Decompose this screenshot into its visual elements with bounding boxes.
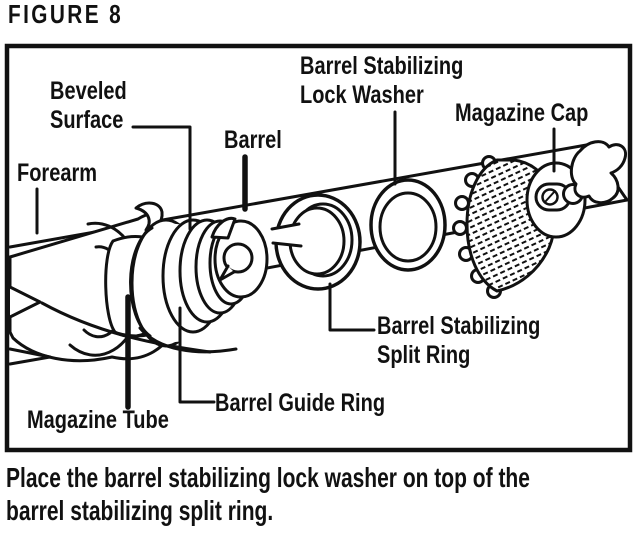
label-lock-washer: Barrel Stabilizing Lock Washer	[300, 52, 463, 110]
cap-scallop-3	[454, 195, 470, 211]
label-lock-washer-line1: Barrel Stabilizing	[300, 52, 464, 80]
label-split-ring-line1: Barrel Stabilizing	[377, 312, 541, 340]
label-forearm: Forearm	[17, 159, 98, 187]
lock-washer-inner	[378, 191, 438, 263]
split-ring-drawing	[270, 193, 362, 291]
magazine-cap-drawing	[452, 155, 587, 299]
label-magazine-cap: Magazine Cap	[455, 99, 589, 127]
guide-ring-collar-inner-edge	[129, 226, 154, 338]
leader-guide-ring	[178, 306, 216, 404]
label-beveled-surface: Beveled Surface	[50, 77, 127, 135]
label-guide-ring: Barrel Guide Ring	[215, 389, 386, 417]
guide-ring-keyhole-notch	[218, 264, 236, 282]
label-beveled-surface-line2: Surface	[50, 106, 124, 134]
label-lock-washer-line2: Lock Washer	[300, 81, 424, 109]
forearm-break-wedge-1	[8, 285, 42, 319]
figure-caption-line2: barrel stabilizing split ring.	[6, 495, 274, 526]
lock-washer-drawing	[369, 178, 447, 272]
label-magazine-tube: Magazine Tube	[27, 406, 169, 434]
split-ring-gap-top-line	[270, 222, 301, 231]
guide-ring-keyhole	[222, 242, 254, 274]
label-split-ring: Barrel Stabilizing Split Ring	[377, 312, 540, 370]
figure-frame	[4, 43, 633, 453]
forearm-break-wedge-2	[8, 347, 52, 366]
muzzle-break-drawing	[569, 140, 628, 205]
figure-caption-line1: Place the barrel stabilizing lock washer…	[6, 462, 530, 493]
guide-ring-flag	[210, 216, 237, 240]
leader-beveled-surface	[131, 125, 192, 231]
muzzle-break-blob	[569, 140, 628, 205]
barrel-guide-ring-drawing	[129, 216, 269, 354]
figure-caption: Place the barrel stabilizing lock washer…	[6, 461, 530, 527]
label-barrel: Barrel	[224, 126, 282, 154]
cap-scallop-4	[452, 220, 468, 236]
leader-lines	[35, 110, 556, 410]
label-split-ring-line2: Split Ring	[377, 341, 471, 369]
figure-title: FIGURE 8	[8, 0, 124, 29]
split-ring-gap-bottom-line	[271, 241, 303, 248]
cap-stud-slash	[544, 190, 556, 203]
leader-split-ring	[328, 282, 376, 332]
label-beveled-surface-line1: Beveled	[50, 77, 127, 105]
